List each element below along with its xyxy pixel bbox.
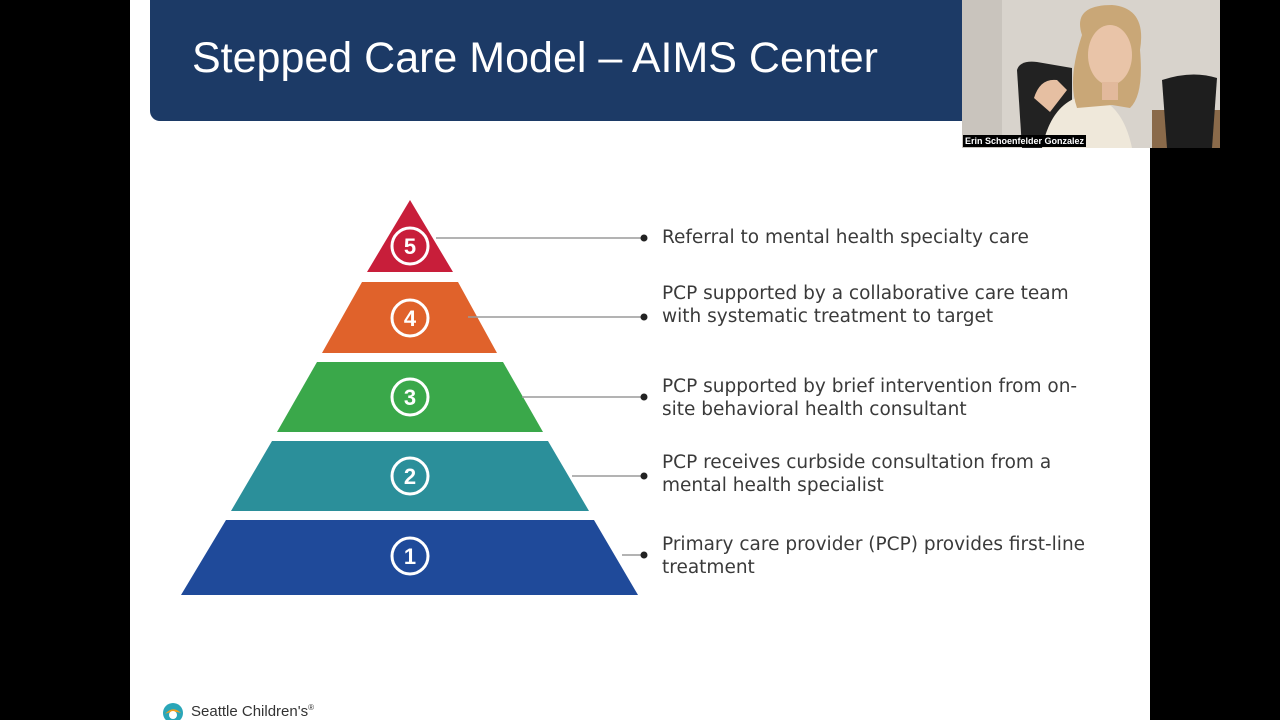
level-5-connector [436,234,648,242]
pyramid-level-1 [181,520,638,595]
slide-title: Stepped Care Model – AIMS Center [192,34,878,82]
level-5-description: Referral to mental health specialty care [662,227,1029,248]
pyramid-level-4 [322,282,497,353]
level-4-description: PCP supported by a collaborative care te… [662,283,1069,327]
level-3-connector [522,393,648,401]
pyramid-level-5 [367,200,453,272]
participant-name-label: Erin Schoenfelder Gonzalez [963,135,1087,147]
level-2-number: 2 [404,464,416,489]
level-3-number: 3 [404,385,416,410]
level-2-connector [572,472,648,480]
logo-text: Seattle Children's® [191,703,314,720]
stepped-care-pyramid: 5 4 3 2 1 [181,200,648,595]
level-4-number: 4 [404,306,417,331]
level-2-description: PCP receives curbside consultation from … [662,452,1052,496]
whale-logo-icon [163,703,183,720]
level-3-number-badge: 3 [390,377,430,417]
level-5-number: 5 [404,234,416,259]
level-5-number-badge: 5 [390,226,430,266]
pyramid-level-3 [277,362,543,432]
level-1-connector [622,551,648,559]
participant-video-tile[interactable]: Erin Schoenfelder Gonzalez [962,0,1220,148]
level-4-connector [468,313,648,321]
level-2-number-badge: 2 [390,456,430,496]
level-4-number-badge: 4 [390,298,430,338]
level-1-description: Primary care provider (PCP) provides fir… [662,534,1086,578]
pyramid-level-2 [231,441,589,511]
level-1-number-badge: 1 [390,536,430,576]
level-1-number: 1 [404,544,416,569]
title-bar: Stepped Care Model – AIMS Center [150,0,1000,121]
participant-video-feed [962,0,1220,148]
level-3-description: PCP supported by brief intervention from… [662,376,1078,420]
